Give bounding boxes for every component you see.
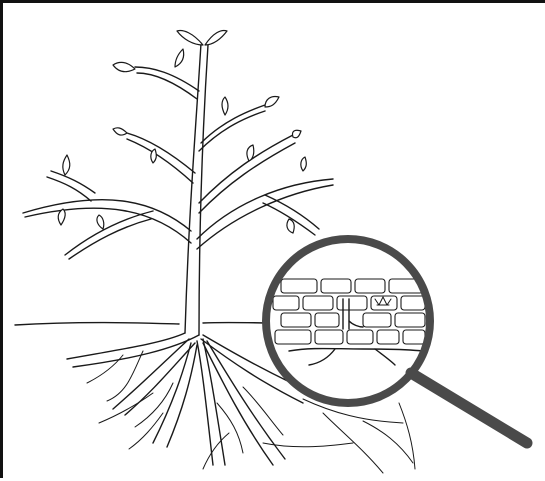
plant-stem bbox=[185, 43, 208, 335]
top-bud bbox=[177, 31, 227, 45]
plant-diagram bbox=[3, 3, 545, 481]
magnifier-icon bbox=[266, 239, 527, 443]
